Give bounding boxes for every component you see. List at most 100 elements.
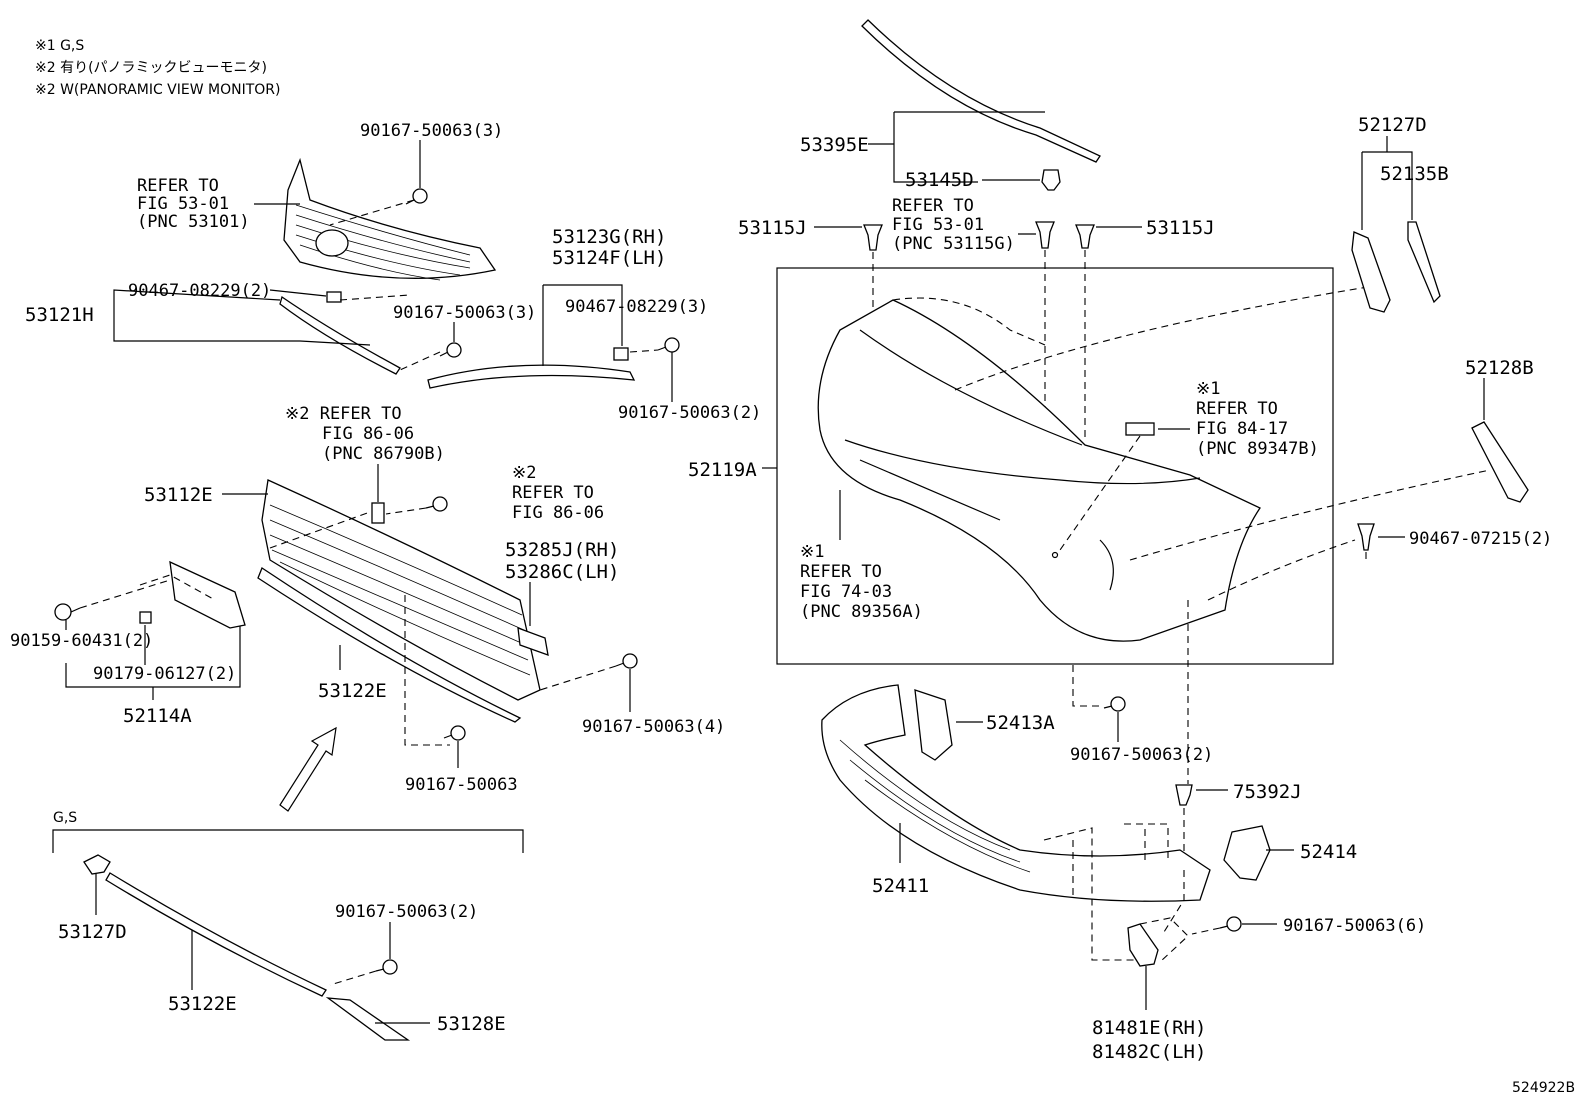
label-90167-50063-6: 90167-50063(6) [1283,916,1426,936]
side-molding-part [427,364,636,389]
label-53122E-b: 53122E [168,993,237,1015]
bolt-icon [657,337,680,353]
lower-grille-part [261,479,541,701]
retainer-52127D-part [1351,231,1391,313]
retainer-52135B-part [1407,221,1441,304]
label-52114A: 52114A [123,705,192,727]
label-53122E-a: 53122E [318,680,387,702]
lower-bumper-group [821,600,1294,1010]
clip-90467-07215-part [1357,523,1375,551]
label-ref-89356-line4: (PNC 89356A) [800,602,923,622]
bumper-cover-group [762,267,1491,665]
label-81481E: 81481E(RH) [1092,1017,1206,1039]
label-53128E: 53128E [437,1013,506,1035]
cover-53285J-part [517,627,549,656]
label-90467-08229-2: 90467-08229(2) [128,281,271,301]
bumper-box [776,267,1334,665]
label-ref-89347-line4: (PNC 89347B) [1196,439,1319,459]
label-53124F: 53124F(LH) [552,247,666,269]
bolt-icon [615,653,638,669]
right-side-parts [1351,136,1529,560]
label-ref-86790-line2: FIG 86-06 [322,424,414,444]
arrow-icon [279,726,337,812]
bracket-52413A-part [914,689,953,761]
label-53286C: 53286C(LH) [505,561,619,583]
bracket-86790-part [371,502,385,524]
label-90167-50063-2a: 90167-50063(2) [618,403,761,423]
label-90167-50063-single: 90167-50063 [405,775,518,795]
label-90467-07215: 90467-07215(2) [1409,529,1552,549]
label-53145D: 53145D [905,169,974,191]
reflector-52128B-part [1471,421,1529,503]
label-52413A: 52413A [986,712,1055,734]
label-90167-50063-3a: 90167-50063(3) [360,121,503,141]
label-52127D: 52127D [1358,114,1427,136]
lower-bumper-52411-part [821,684,1211,902]
label-53285J: 53285J(RH) [505,539,619,561]
bolt-icon [54,603,81,621]
label-53127D: 53127D [58,921,127,943]
clip-90467-3-part [613,347,629,361]
label-ref-53101-line3: (PNC 53101) [137,212,250,232]
side-molding-group [427,284,680,402]
label-90179-06127: 90179-06127(2) [93,664,236,684]
bracket-52114A-part [169,560,246,629]
label-90467-08229-3: 90467-08229(3) [565,297,708,317]
label-90159-60431: 90159-60431(2) [10,631,153,651]
label-ref-53101-line2: FIG 53-01 [137,194,229,214]
label-90167-50063-4: 90167-50063(4) [582,717,725,737]
label-53115J-b: 53115J [1146,217,1215,239]
label-52119A: 52119A [688,459,757,481]
lower-strip-part [257,567,522,723]
part-53128E [325,997,411,1041]
clip-75392J-part [1175,784,1193,806]
lower-grille-group [222,464,549,723]
label-75392J: 75392J [1233,781,1302,803]
bolt-icon [439,342,462,358]
label-ref-53115G-line3: (PNC 53115G) [892,234,1015,254]
clip-53115J-left [863,224,883,251]
label-53121H: 53121H [25,304,94,326]
upper-molding-part [279,295,401,375]
upper-grille-group [113,140,497,375]
clip-53115G [1035,221,1055,249]
label-81482C: 81482C(LH) [1092,1041,1206,1063]
top-clips [814,221,1142,440]
label-ref-86790-line3: (PNC 86790B) [322,444,445,464]
note-1: ※1 G,S [35,38,84,54]
label-ref-89356-line1: ※1 [800,542,824,562]
bolt-icon [425,496,448,512]
label-ref-8606-line1: ※2 [512,463,536,483]
label-53115J-a: 53115J [738,217,807,239]
note-2: ※2 有り(パノラミックビューモニタ) [35,60,267,76]
gs-bracket [52,829,524,853]
label-ref-53115G-line1: REFER TO [892,196,974,216]
label-90167-50063-3b: 90167-50063(3) [393,303,536,323]
bolt-icon [1219,916,1242,932]
bolt-icon [1103,696,1126,712]
clip-53145D-part [1041,169,1061,191]
label-53123G: 53123G(RH) [552,226,666,248]
label-52135B: 52135B [1380,163,1449,185]
label-53112E: 53112E [144,484,213,506]
part-53122E-gs [105,872,327,997]
emblem-part [315,229,349,257]
bracket-52114A-group [54,560,246,700]
lower-grille-fasteners [279,595,638,812]
bolt-icon [375,959,398,975]
notes: ※1 G,S ※2 有り(パノラミックビューモニタ) ※2 W(PANORAMI… [35,38,281,98]
label-ref-8606-line3: FIG 86-06 [512,503,604,523]
bracket-89347B-part [1125,422,1155,436]
seal-group [861,19,1101,191]
label-gs: G,S [53,810,77,826]
label-ref-53115G-line2: FIG 53-01 [892,215,984,235]
nut-90179-part [139,611,152,624]
bracket-52414-part [1223,825,1271,881]
label-ref-89347-line1: ※1 [1196,379,1220,399]
label-ref-86790-line1: ※2 REFER TO [285,404,402,424]
label-90167-50063-2c: 90167-50063(2) [1070,745,1213,765]
label-ref-89347-line2: REFER TO [1196,399,1278,419]
label-ref-89356-line3: FIG 74-03 [800,582,892,602]
part-53127D [83,854,111,875]
label-53395E: 53395E [800,134,869,156]
